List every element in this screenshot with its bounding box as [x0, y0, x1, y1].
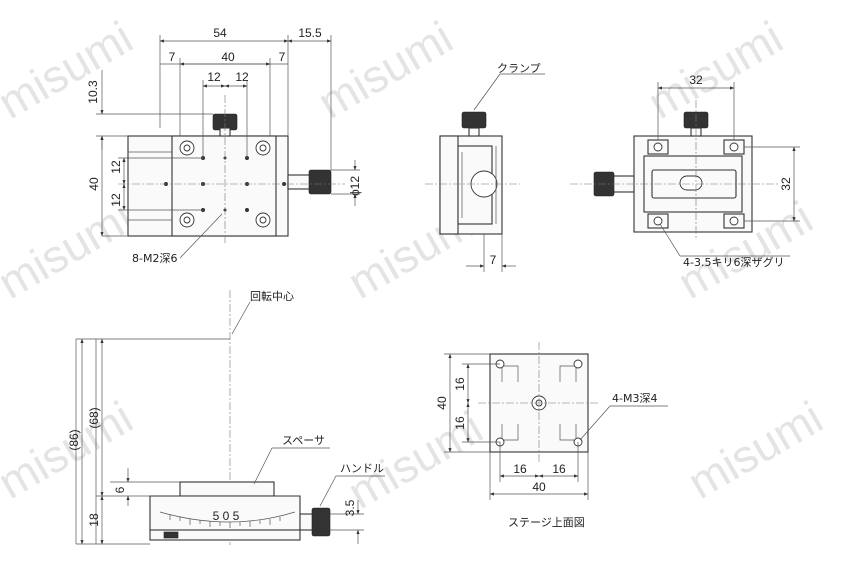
- base: [149, 529, 301, 541]
- dim-32-top: 32: [689, 73, 703, 87]
- micrometer-shaft: [287, 174, 311, 190]
- dim-phi12: ϕ12: [348, 176, 362, 196]
- micrometer-knob: [308, 169, 332, 195]
- bottom-view: 32 32 4-3.5キリ6深ザグリ: [570, 73, 800, 269]
- dim-12-left: 12: [207, 70, 221, 84]
- dim-3-5: 3.5: [343, 499, 357, 516]
- dim-12-lower: 12: [109, 193, 123, 207]
- stage-top-view: 40 16 16 16 16 40 4-M3深4 ステージ上面図: [435, 342, 668, 529]
- watermark-text: misumi: [679, 391, 831, 509]
- dim-15-5: 15.5: [298, 26, 322, 40]
- callout-4-m3: 4-M3深4: [612, 392, 657, 405]
- dim-40-stage-left: 40: [435, 396, 449, 410]
- dim-6: 6: [113, 486, 127, 493]
- label-spacer: スペーサ: [282, 434, 325, 447]
- dim-40-vertical: 40: [87, 177, 101, 191]
- dim-40-stage-bottom: 40: [532, 480, 546, 494]
- watermark-text: misumi: [639, 11, 791, 129]
- clamp-knob-side: [461, 111, 487, 129]
- dim-18: 18: [87, 513, 101, 527]
- dim-16-bottom-left: 16: [513, 462, 527, 476]
- watermark-text: misumi: [309, 11, 461, 129]
- top-view: 54 15.5 7 40 7 12 12 10.3 40 12: [86, 26, 362, 265]
- spacer: [179, 481, 275, 497]
- dim-40: 40: [221, 50, 235, 64]
- callout-8-m2: 8-M2深6: [132, 252, 177, 265]
- dim-86: (86): [67, 429, 81, 450]
- dim-16-bottom-right: 16: [552, 462, 566, 476]
- handle: [311, 507, 331, 537]
- dim-7-side: 7: [490, 253, 497, 267]
- dim-7-left: 7: [169, 50, 176, 64]
- dim-12-right: 12: [235, 70, 249, 84]
- stage-top-view-title: ステージ上面図: [508, 516, 585, 529]
- watermark-text: misumi: [0, 191, 141, 309]
- label-handle: ハンドル: [340, 462, 384, 475]
- dim-16-lower: 16: [453, 416, 467, 430]
- callout-counterbore: 4-3.5キリ6深ザグリ: [683, 255, 784, 269]
- dim-10-3: 10.3: [86, 80, 100, 104]
- dim-7-right: 7: [279, 50, 286, 64]
- watermark-text: misumi: [0, 11, 141, 129]
- front-view: 回転中心 5 0 5 スペーサ ハンドル (86) (6: [67, 290, 385, 545]
- scale-text: 5 0 5: [213, 509, 240, 523]
- counterbore-holes: [647, 139, 745, 229]
- label-clamp: クランプ: [497, 62, 541, 75]
- dim-12-upper: 12: [109, 160, 123, 174]
- stage-hole: [573, 359, 583, 369]
- dim-54: 54: [213, 26, 227, 40]
- dim-68: (68): [87, 407, 101, 428]
- dim-32-right: 32: [779, 177, 793, 191]
- dim-16-upper: 16: [453, 377, 467, 391]
- side-view: クランプ 7: [425, 62, 545, 272]
- label-rotation-center: 回転中心: [250, 290, 294, 303]
- scale-ticks: [169, 514, 281, 528]
